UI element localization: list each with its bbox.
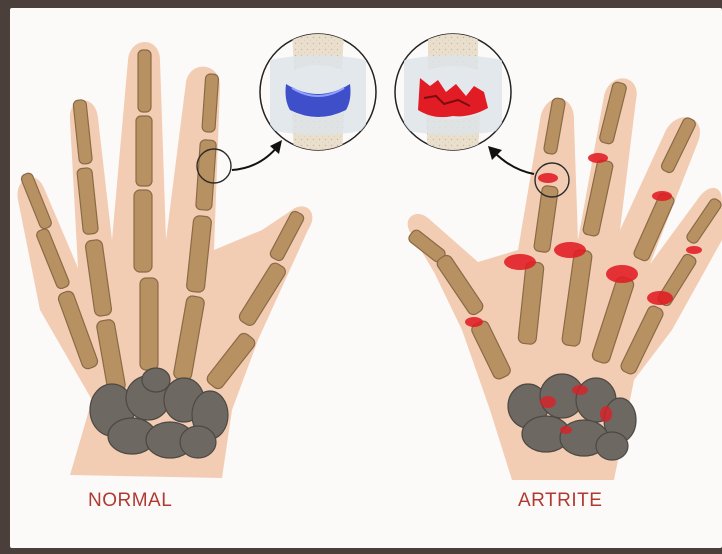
inflamed-carpal xyxy=(600,406,612,422)
inflamed-joint-icon xyxy=(395,30,511,155)
inflamed-carpal xyxy=(560,426,572,434)
inflamed-joint xyxy=(465,317,483,327)
normal-label: NORMAL xyxy=(88,490,172,512)
inflamed-joint xyxy=(606,265,638,283)
normal-middle-bone xyxy=(140,278,158,370)
inflamed-carpal xyxy=(540,396,556,408)
arthritis-pointer-arrow xyxy=(494,152,534,174)
inflamed-joint xyxy=(504,254,536,270)
inflamed-joint xyxy=(588,153,608,163)
arthritis-carpal-bone xyxy=(596,432,628,460)
normal-middle-bone xyxy=(136,116,152,186)
inflamed-joint xyxy=(647,291,673,305)
normal-pointer-arrow xyxy=(232,146,278,170)
normal-middle-bone xyxy=(134,190,152,272)
healthy-joint-icon xyxy=(260,30,376,155)
inflamed-carpal xyxy=(572,385,588,395)
normal-carpal-bone xyxy=(142,368,170,392)
normal-middle-bone xyxy=(138,50,151,112)
arthritis-label: ARTRITE xyxy=(518,490,602,512)
inflamed-joint xyxy=(554,242,586,258)
inflamed-joint xyxy=(538,173,558,183)
normal-carpal-bone xyxy=(180,426,216,458)
inflamed-joint xyxy=(686,246,702,254)
inflamed-joint xyxy=(652,191,672,201)
